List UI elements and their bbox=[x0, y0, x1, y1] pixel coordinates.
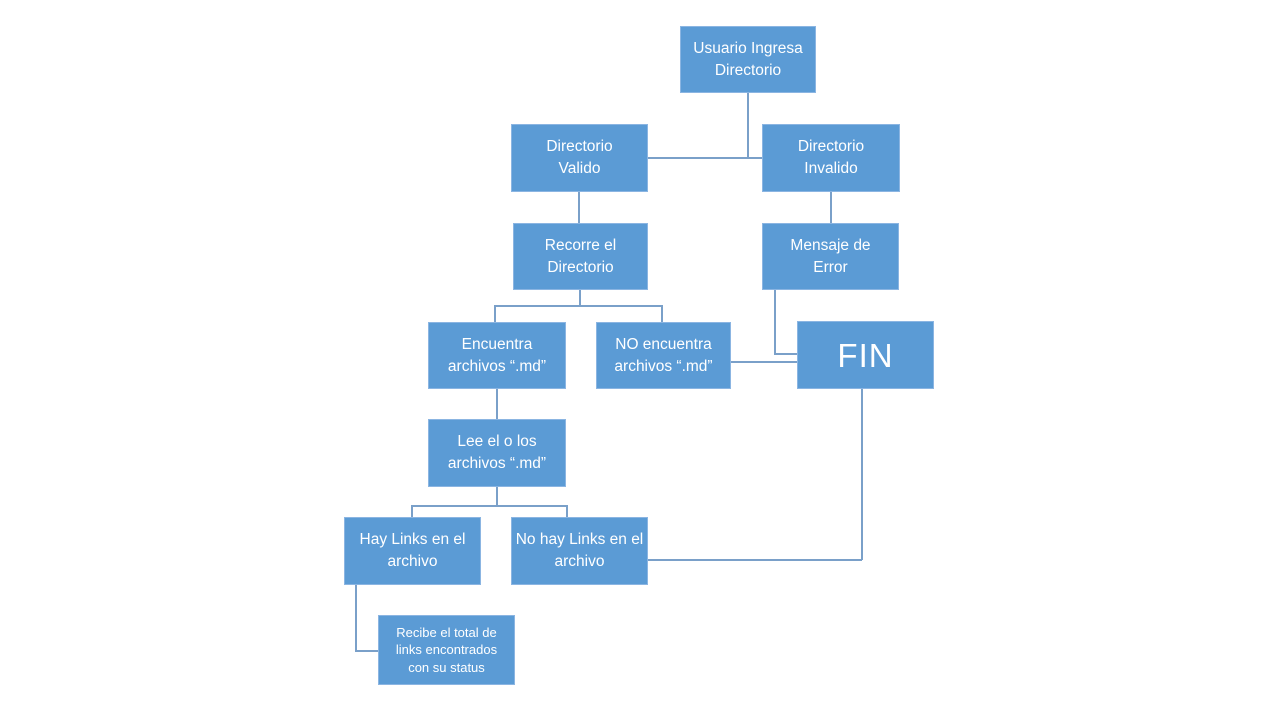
connector-branch-hay bbox=[411, 505, 413, 518]
connector-recorre-branch bbox=[494, 305, 662, 307]
connector-fin-stem bbox=[861, 389, 863, 560]
connector-recorre-stem bbox=[579, 290, 581, 306]
connector-nohay-fin bbox=[648, 559, 862, 561]
connector-invalido-mensaje bbox=[830, 192, 832, 223]
node-encuentra-archivos-md: Encuentra archivos “.md” bbox=[428, 322, 566, 389]
node-mensaje-de-error: Mensaje de Error bbox=[762, 223, 899, 290]
connector-lee-stem bbox=[496, 487, 498, 506]
connector-encuentra-lee bbox=[496, 389, 498, 419]
node-lee-archivos-md: Lee el o los archivos “.md” bbox=[428, 419, 566, 487]
connector-branch-encuentra bbox=[494, 305, 496, 322]
connector-mensaje-stem bbox=[774, 290, 776, 354]
node-recorre-el-directorio: Recorre el Directorio bbox=[513, 223, 648, 290]
connector-hay-recibe bbox=[355, 650, 379, 652]
node-directorio-invalido: Directorio Invalido bbox=[762, 124, 900, 192]
node-hay-links-en-archivo: Hay Links en el archivo bbox=[344, 517, 481, 585]
node-usuario-ingresa-directorio: Usuario Ingresa Directorio bbox=[680, 26, 816, 93]
connector-noencuentra-fin bbox=[731, 361, 797, 363]
node-no-hay-links-en-archivo: No hay Links en el archivo bbox=[511, 517, 648, 585]
connector-hay-stem bbox=[355, 585, 357, 651]
connector-valido-recorre bbox=[578, 192, 580, 223]
connector-branch-nohay bbox=[566, 505, 568, 518]
node-recibe-total-links-status: Recibe el total de links encontrados con… bbox=[378, 615, 515, 685]
node-directorio-valido: Directorio Valido bbox=[511, 124, 648, 192]
node-no-encuentra-archivos-md: NO encuentra archivos “.md” bbox=[596, 322, 731, 389]
connector-mensaje-fin bbox=[774, 353, 798, 355]
connector-valido-invalido bbox=[648, 157, 762, 159]
connector-usuario-stem bbox=[747, 93, 749, 158]
connector-lee-branch bbox=[411, 505, 568, 507]
connector-branch-noencuentra bbox=[661, 305, 663, 322]
node-fin: FIN bbox=[797, 321, 934, 389]
